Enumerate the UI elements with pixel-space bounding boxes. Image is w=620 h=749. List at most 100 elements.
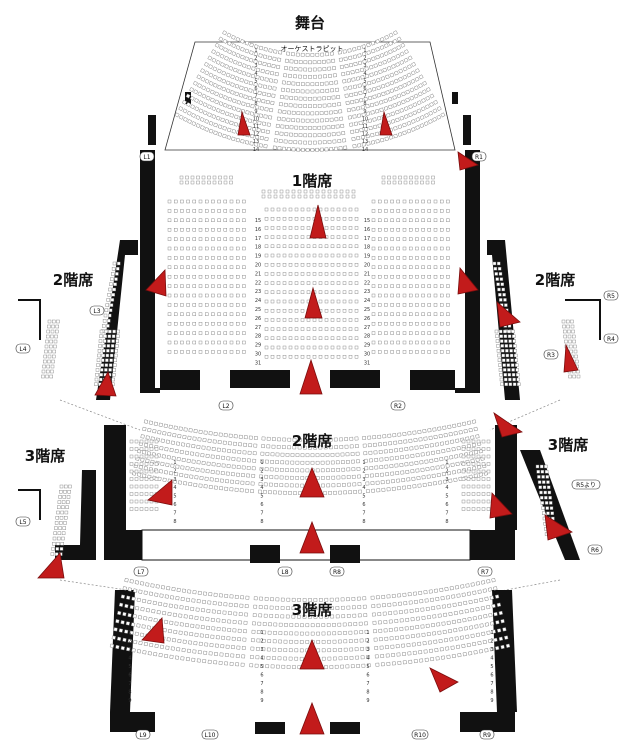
seat[interactable]	[352, 144, 357, 149]
seat[interactable]	[288, 103, 293, 108]
seat[interactable]	[192, 350, 197, 354]
seat[interactable]	[186, 303, 190, 307]
arrow-f1-r1[interactable]	[457, 151, 479, 171]
seat[interactable]	[229, 175, 233, 180]
seat[interactable]	[441, 621, 446, 626]
seat[interactable]	[440, 218, 444, 223]
seat[interactable]	[212, 601, 217, 606]
seat[interactable]	[354, 444, 359, 449]
seat[interactable]	[392, 30, 398, 36]
seat[interactable]	[52, 349, 56, 354]
seat[interactable]	[413, 599, 419, 604]
seat[interactable]	[374, 654, 379, 659]
seat[interactable]	[481, 492, 486, 496]
seat[interactable]	[273, 138, 278, 143]
seat[interactable]	[223, 322, 228, 326]
seat[interactable]	[381, 487, 386, 492]
seat[interactable]	[486, 484, 491, 489]
seat[interactable]	[288, 336, 293, 340]
seat[interactable]	[503, 329, 507, 334]
seat[interactable]	[362, 604, 367, 609]
seat[interactable]	[433, 237, 438, 241]
seat[interactable]	[272, 437, 276, 441]
seat[interactable]	[308, 126, 312, 130]
seat[interactable]	[335, 614, 340, 619]
seat[interactable]	[359, 67, 365, 73]
seat[interactable]	[283, 102, 288, 107]
seat[interactable]	[572, 339, 576, 344]
seat[interactable]	[242, 293, 246, 298]
seat[interactable]	[279, 483, 284, 487]
seat[interactable]	[359, 630, 364, 635]
seat[interactable]	[354, 647, 359, 652]
seat[interactable]	[486, 447, 491, 451]
seat[interactable]	[392, 433, 397, 438]
seat[interactable]	[387, 602, 392, 607]
seat[interactable]	[453, 431, 458, 436]
seat[interactable]	[348, 226, 353, 230]
seat[interactable]	[305, 631, 310, 636]
seat[interactable]	[200, 453, 205, 458]
seat[interactable]	[407, 55, 413, 61]
seat[interactable]	[358, 120, 363, 125]
seat[interactable]	[208, 484, 213, 490]
seat[interactable]	[466, 507, 471, 511]
seat[interactable]	[414, 608, 420, 613]
seat[interactable]	[129, 604, 134, 610]
seat[interactable]	[98, 344, 102, 348]
seat[interactable]	[191, 121, 197, 126]
seat[interactable]	[282, 290, 287, 294]
seat[interactable]	[392, 47, 398, 53]
seat[interactable]	[346, 108, 351, 113]
seat[interactable]	[263, 613, 268, 618]
seat[interactable]	[423, 590, 428, 595]
seat[interactable]	[402, 237, 407, 241]
seat[interactable]	[134, 454, 139, 459]
seat[interactable]	[360, 655, 365, 660]
seat[interactable]	[411, 61, 417, 67]
seat[interactable]	[180, 322, 184, 326]
seat[interactable]	[336, 235, 341, 239]
seat[interactable]	[402, 592, 407, 597]
seat[interactable]	[227, 611, 232, 616]
seat[interactable]	[498, 368, 503, 372]
seat[interactable]	[261, 638, 266, 643]
seat[interactable]	[481, 439, 486, 444]
seat[interactable]	[229, 312, 234, 316]
seat[interactable]	[154, 643, 159, 648]
seat[interactable]	[384, 237, 388, 241]
seat[interactable]	[408, 600, 413, 605]
seat[interactable]	[373, 629, 377, 634]
seat[interactable]	[45, 374, 49, 379]
seat[interactable]	[461, 643, 466, 648]
seat[interactable]	[272, 656, 276, 660]
seat[interactable]	[291, 118, 296, 123]
seat[interactable]	[503, 334, 508, 338]
seat[interactable]	[235, 275, 240, 279]
seat[interactable]	[408, 438, 413, 443]
seat[interactable]	[295, 453, 300, 457]
seat[interactable]	[153, 421, 159, 426]
seat[interactable]	[242, 227, 246, 232]
seat[interactable]	[371, 275, 376, 279]
seat[interactable]	[182, 116, 188, 122]
seat[interactable]	[348, 281, 353, 285]
seat[interactable]	[248, 57, 254, 63]
seat[interactable]	[424, 104, 430, 110]
seat[interactable]	[409, 237, 413, 241]
seat[interactable]	[504, 339, 508, 343]
seat[interactable]	[198, 483, 203, 488]
seat[interactable]	[106, 324, 110, 328]
seat[interactable]	[211, 350, 215, 354]
seat[interactable]	[385, 645, 389, 650]
seat[interactable]	[204, 322, 209, 326]
seat[interactable]	[330, 88, 335, 93]
seat[interactable]	[436, 449, 441, 455]
seat[interactable]	[359, 98, 364, 103]
seat[interactable]	[370, 481, 375, 486]
seat[interactable]	[238, 620, 243, 625]
seat[interactable]	[361, 142, 366, 147]
seat[interactable]	[398, 175, 402, 180]
seat[interactable]	[244, 56, 249, 61]
seat[interactable]	[409, 87, 415, 93]
